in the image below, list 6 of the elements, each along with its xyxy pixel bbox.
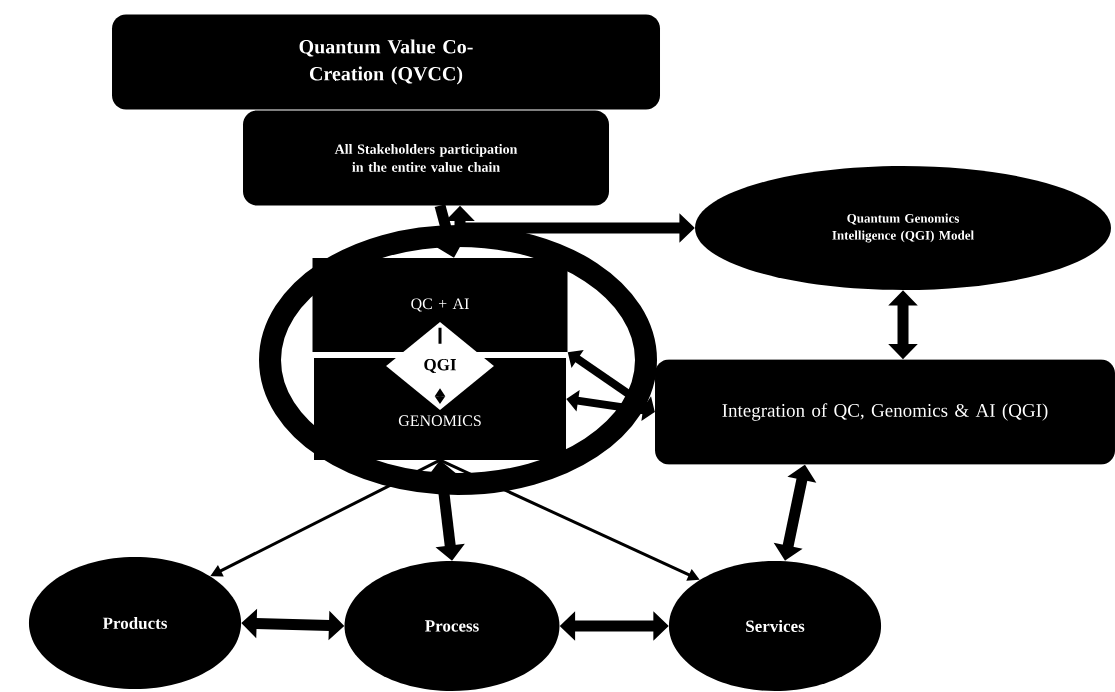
title-box: Quantum Value Co-Creation (QVCC) [112, 14, 660, 110]
process-box: Integration of QC, Genomics & AI (QGI) [655, 359, 1115, 465]
process-box: All Stakeholders participation in the entire value chain [243, 110, 609, 206]
node-label: All Stakeholders participation in the entire value chain [334, 144, 518, 172]
node-label: Quantum Value Co-Creation (QVCC) [299, 39, 473, 85]
process-box: QC + AI [312, 258, 568, 352]
